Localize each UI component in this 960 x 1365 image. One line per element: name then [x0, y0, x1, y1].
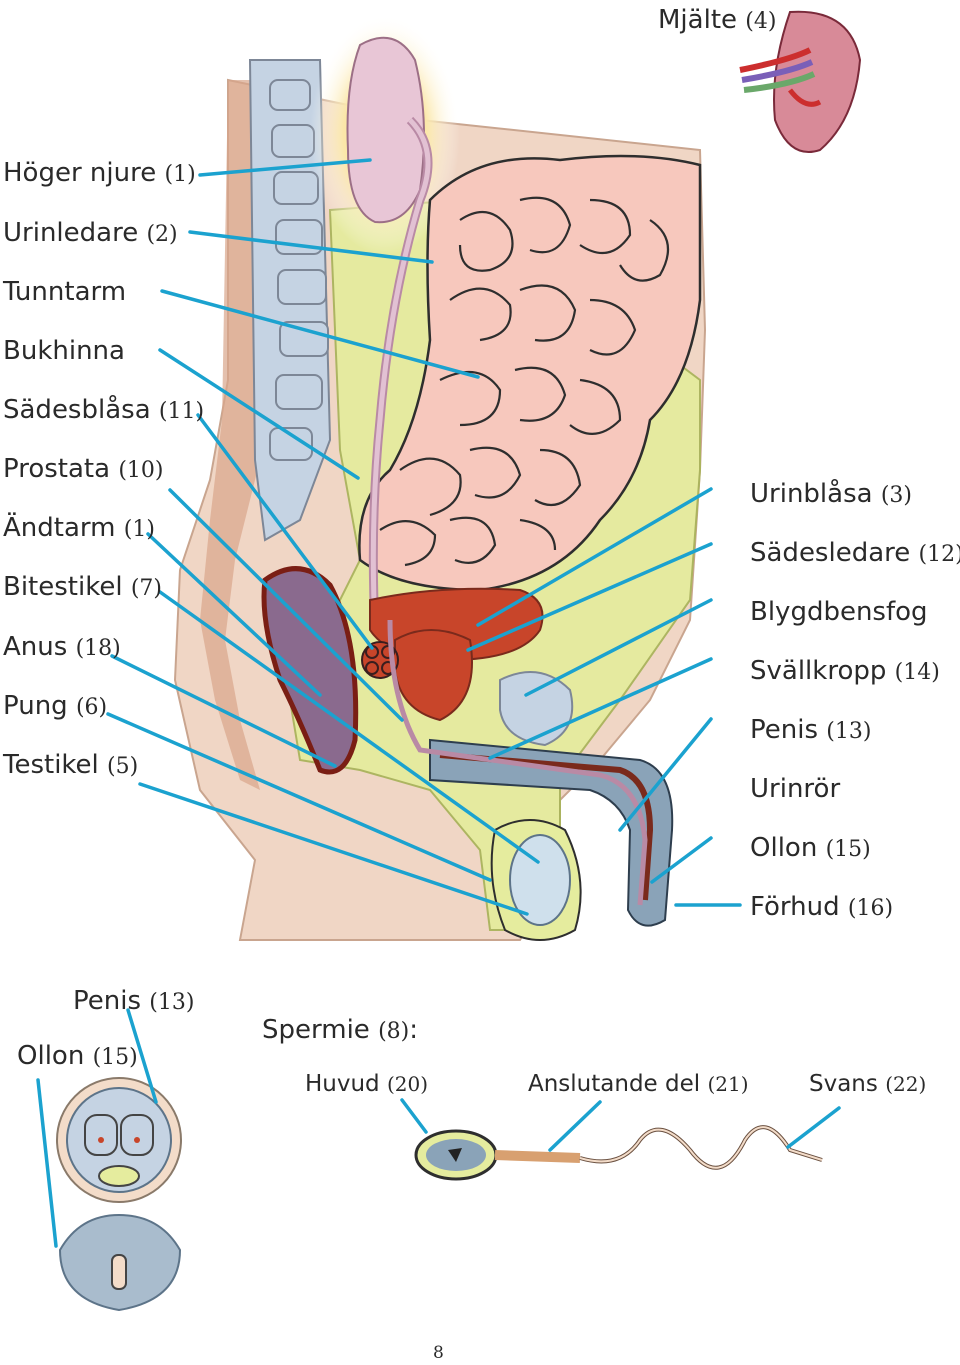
label-prostate: Prostata (10): [3, 454, 164, 484]
corpus-spongiosum: [439, 752, 654, 901]
label-ureter: Urinledare (2): [3, 218, 178, 248]
label-right-kidney: Höger njure (1): [3, 158, 196, 188]
kidney: [346, 36, 425, 224]
spleen-illustration: [739, 10, 862, 153]
label-sperm-tail: Svans (22): [809, 1071, 927, 1097]
label-sperm-head: Huvud (20): [305, 1071, 429, 1097]
spine: [248, 59, 332, 542]
label-penis-section: Penis (13): [73, 986, 195, 1016]
label-anus: Anus (18): [3, 632, 121, 662]
label-urethra: Urinrör: [750, 774, 841, 804]
penis-cross-section: [56, 1077, 182, 1203]
label-seminal-vesicle: Sädesblåsa (11): [3, 395, 205, 425]
label-penis: Penis (13): [750, 715, 872, 745]
label-peritoneum: Bukhinna: [3, 336, 125, 366]
bladder-lower: [394, 629, 473, 722]
label-bladder: Urinblåsa (3): [750, 479, 912, 509]
page-number: 8: [433, 1343, 444, 1363]
label-foreskin: Förhud (16): [750, 892, 894, 922]
label-small-intestine: Tunntarm: [3, 277, 127, 307]
label-erectile-body: Svällkropp (14): [750, 656, 940, 686]
rectum: [261, 566, 359, 775]
sperm-illustration: [414, 1125, 823, 1181]
back-skin: [200, 80, 260, 790]
label-spleen: Mjälte (4): [658, 5, 777, 35]
label-testis: Testikel (5): [3, 750, 139, 780]
label-glans: Ollon (15): [750, 833, 871, 863]
label-scrotum: Pung (6): [3, 691, 108, 721]
label-sperm-title: Spermie (8):: [262, 1015, 418, 1045]
label-vas-deferens: Sädesledare (12): [750, 538, 960, 568]
label-epididymis: Bitestikel (7): [3, 572, 163, 602]
urethra: [387, 619, 648, 906]
glans-cross-section: [58, 1213, 182, 1312]
label-glans-section: Ollon (15): [17, 1041, 138, 1071]
label-rectum: Ändtarm (1): [3, 513, 155, 543]
small-intestine: [358, 154, 702, 592]
leader-lines: [36, 158, 841, 1248]
label-sperm-midpiece: Anslutande del (21): [528, 1071, 749, 1097]
testis: [509, 834, 571, 926]
label-pubic-symphysis: Blygdbensfog: [750, 597, 928, 627]
